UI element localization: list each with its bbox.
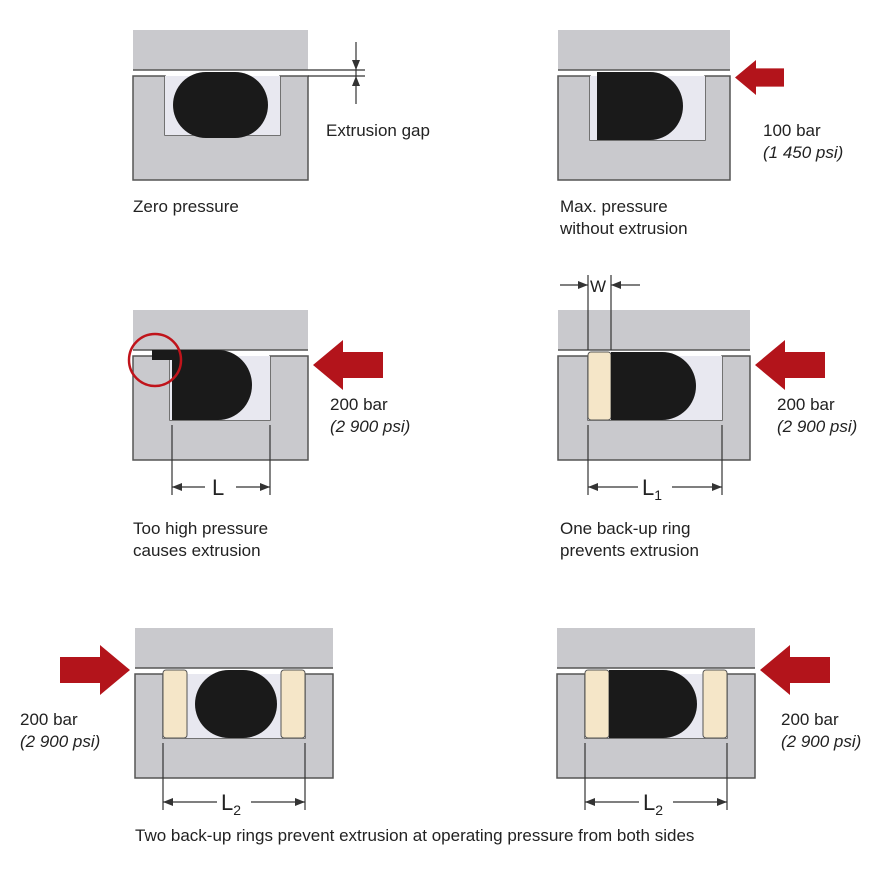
- caption-zero-pressure: Zero pressure: [133, 197, 239, 216]
- panel-two-backup-rings-left: 200 bar (2 900 psi) L2: [20, 628, 334, 818]
- dim-arrowhead-left: [588, 483, 598, 491]
- o-ring: [173, 72, 268, 138]
- caption-line-1: Max. pressure: [560, 197, 668, 216]
- panel-two-backup-rings-right: 200 bar (2 900 psi) L2: [556, 628, 861, 818]
- dim-subscript: 2: [233, 802, 241, 818]
- circle-highlight-icon: [127, 332, 183, 388]
- dimension-label-l2: L2: [221, 790, 241, 818]
- w-arrowhead-right: [611, 281, 621, 289]
- o-ring: [597, 72, 683, 140]
- pressure-psi-label: (1 450 psi): [763, 143, 843, 162]
- panel-one-backup-ring: 200 bar (2 900 psi) W L1 One back-up rin…: [557, 275, 857, 560]
- gap-arrowhead-down: [352, 60, 360, 70]
- pressure-arrow-icon: [735, 60, 784, 95]
- top-plate: [558, 30, 730, 70]
- caption-line-2: without extrusion: [559, 219, 688, 238]
- top-plate: [557, 628, 755, 668]
- dimension-label-l2: L2: [643, 790, 663, 818]
- o-ring: [611, 352, 696, 420]
- pressure-label: 200 bar: [330, 395, 388, 414]
- dim-arrowhead-right: [712, 483, 722, 491]
- dim-arrowhead-right: [717, 798, 727, 806]
- caption-line-1: One back-up ring: [560, 519, 690, 538]
- top-plate: [133, 310, 308, 350]
- pressure-label: 100 bar: [763, 121, 821, 140]
- back-up-ring-right: [702, 669, 728, 739]
- dim-arrowhead-left: [585, 798, 595, 806]
- panel-max-pressure: 100 bar (1 450 psi) Max. pressure withou…: [557, 30, 843, 238]
- dim-subscript: 1: [654, 487, 662, 503]
- back-up-ring-right: [280, 669, 306, 739]
- dim-arrowhead-right: [260, 483, 270, 491]
- back-up-ring-left: [162, 669, 188, 739]
- caption-line-1: Too high pressure: [133, 519, 268, 538]
- pressure-label: 200 bar: [20, 710, 78, 729]
- pressure-psi-label: (2 900 psi): [781, 732, 861, 751]
- o-ring: [609, 670, 697, 738]
- caption-line-2: prevents extrusion: [560, 541, 699, 560]
- pressure-arrow-icon: [60, 645, 130, 695]
- w-arrowhead-left: [578, 281, 588, 289]
- pressure-label: 200 bar: [781, 710, 839, 729]
- dimension-label-l: L: [212, 475, 224, 500]
- dim-arrowhead-right: [295, 798, 305, 806]
- o-ring: [195, 670, 277, 738]
- gap-arrowhead-up: [352, 76, 360, 86]
- dim-arrowhead-left: [172, 483, 182, 491]
- back-up-ring: [587, 351, 612, 421]
- panel-zero-pressure: Extrusion gap Zero pressure: [132, 30, 430, 216]
- pressure-arrow-icon: [760, 645, 830, 695]
- pressure-psi-label: (2 900 psi): [777, 417, 857, 436]
- pressure-arrow-icon: [313, 340, 383, 390]
- bottom-caption: Two back-up rings prevent extrusion at o…: [135, 826, 694, 845]
- dim-subscript: 2: [655, 802, 663, 818]
- pressure-psi-label: (2 900 psi): [330, 417, 410, 436]
- top-plate: [558, 310, 750, 350]
- width-label-w: W: [590, 277, 606, 296]
- extruded-o-ring: [152, 350, 252, 420]
- caption-line-2: causes extrusion: [133, 541, 261, 560]
- dim-arrowhead-left: [163, 798, 173, 806]
- pressure-psi-label: (2 900 psi): [20, 732, 100, 751]
- top-plate: [133, 30, 308, 70]
- pressure-label: 200 bar: [777, 395, 835, 414]
- dim-main: L: [221, 790, 233, 815]
- extrusion-gap-label: Extrusion gap: [326, 121, 430, 140]
- top-plate: [135, 628, 333, 668]
- dim-main: L: [642, 475, 654, 500]
- pressure-arrow-icon: [755, 340, 825, 390]
- panel-too-high-pressure: 200 bar (2 900 psi) L Too high pressure …: [127, 310, 410, 560]
- back-up-ring-left: [584, 669, 610, 739]
- dim-main: L: [643, 790, 655, 815]
- dimension-label-l1: L1: [642, 475, 662, 503]
